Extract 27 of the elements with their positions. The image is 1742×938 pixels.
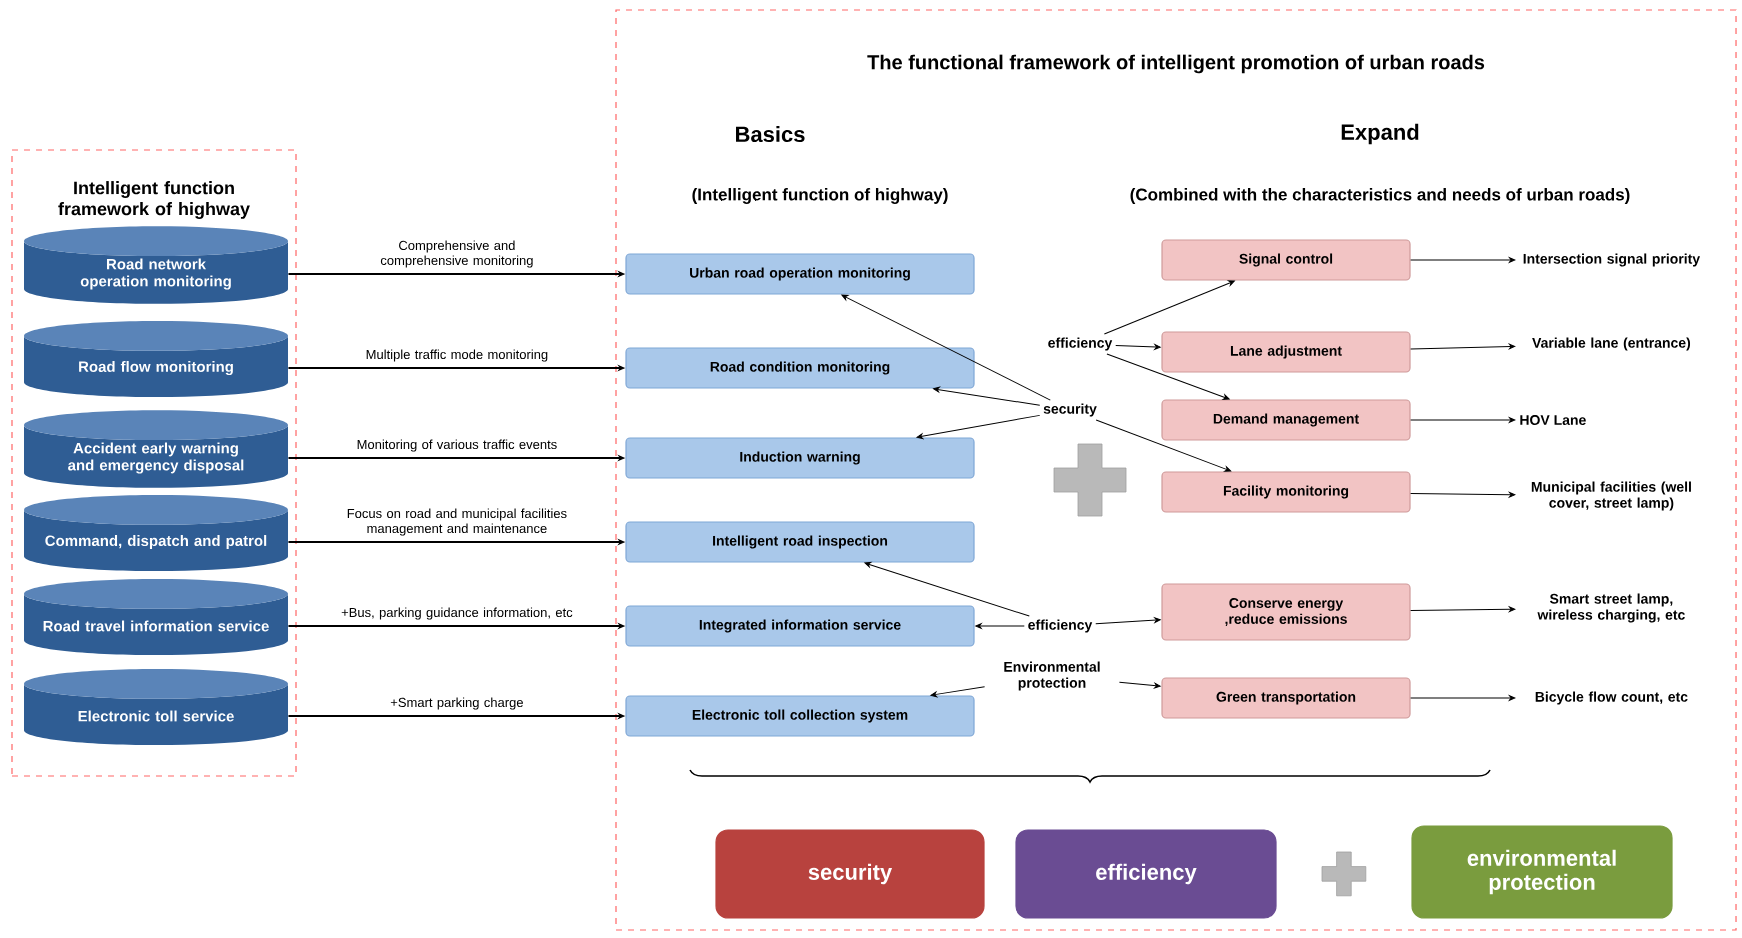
frame-heading: Intelligent function framework of highway: [58, 181, 250, 219]
arrow: [1103, 280, 1235, 335]
frame-heading: The functional framework of intelligent promotion of urban roads: [867, 54, 1485, 74]
arrow: [930, 686, 986, 698]
arrow: [1410, 417, 1516, 423]
column-heading: (Intelligent function of highway): [692, 188, 948, 204]
arrow: [975, 623, 1025, 629]
arrow: [916, 414, 1041, 440]
arrow: [1095, 617, 1161, 625]
arrow: [1095, 419, 1232, 472]
arrow: [1118, 681, 1161, 689]
arrow: [1410, 343, 1516, 350]
arrow: [1410, 257, 1516, 263]
arrow: [1410, 606, 1516, 613]
column-heading: Expand: [1341, 123, 1419, 145]
arrow: [1410, 695, 1516, 701]
arrow: [1115, 344, 1161, 350]
arrow: [933, 386, 1041, 406]
goal-box: security: [715, 829, 985, 919]
arrow: [841, 294, 1051, 401]
column-heading: (Combined with the characteristics and needs of urban roads): [1130, 188, 1630, 204]
column-heading: Basics: [736, 125, 805, 143]
arrow: [864, 561, 1030, 617]
goal-box: environmental protection: [1411, 825, 1673, 919]
goal-box: efficiency: [1015, 829, 1277, 919]
arrow: [1410, 491, 1516, 498]
arrow: [1106, 353, 1230, 400]
